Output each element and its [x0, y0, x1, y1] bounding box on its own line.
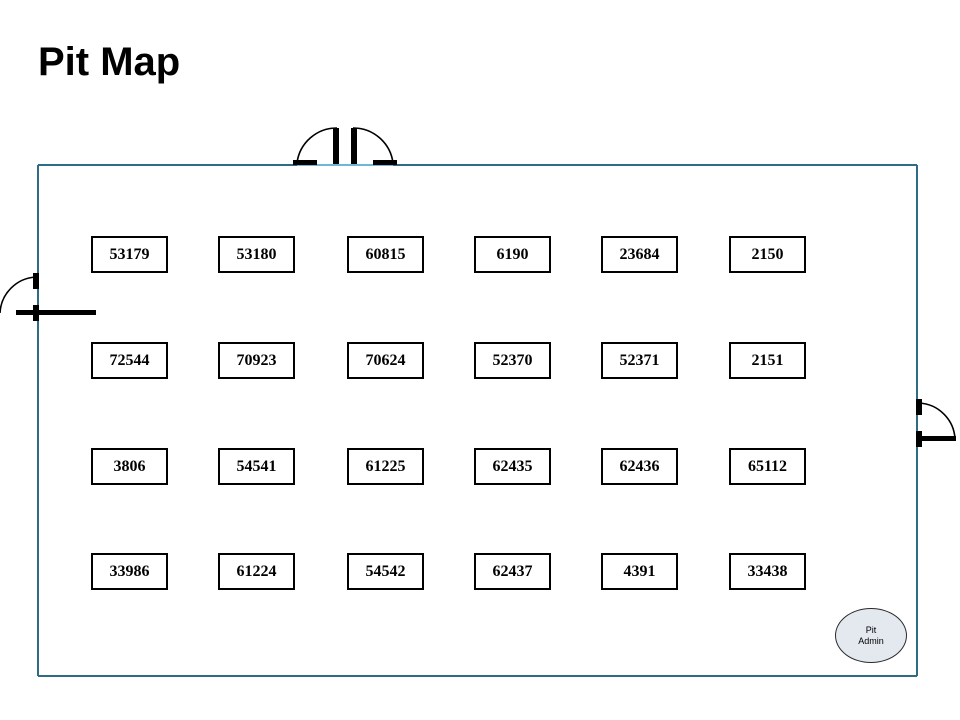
pit-admin-line-2: Admin [858, 635, 884, 646]
desk-box[interactable]: 65112 [729, 448, 806, 485]
desk-box[interactable]: 2150 [729, 236, 806, 273]
desk-box[interactable]: 60815 [347, 236, 424, 273]
desk-box[interactable]: 54542 [347, 553, 424, 590]
desk-box[interactable]: 72544 [91, 342, 168, 379]
desk-box[interactable]: 23684 [601, 236, 678, 273]
pit-admin-node[interactable]: Pit Admin [835, 608, 907, 663]
desk-box[interactable]: 61225 [347, 448, 424, 485]
desk-box[interactable]: 6190 [474, 236, 551, 273]
desk-box[interactable]: 2151 [729, 342, 806, 379]
desk-box[interactable]: 62435 [474, 448, 551, 485]
desk-box[interactable]: 62437 [474, 553, 551, 590]
desk-box[interactable]: 70624 [347, 342, 424, 379]
desk-box[interactable]: 3806 [91, 448, 168, 485]
page-title: Pit Map [38, 40, 181, 84]
desk-box[interactable]: 61224 [218, 553, 295, 590]
desk-box[interactable]: 33986 [91, 553, 168, 590]
desk-box[interactable]: 53180 [218, 236, 295, 273]
desk-box[interactable]: 4391 [601, 553, 678, 590]
pit-admin-line-1: Pit [865, 624, 877, 635]
desk-box[interactable]: 33438 [729, 553, 806, 590]
desk-box[interactable]: 62436 [601, 448, 678, 485]
desk-box[interactable]: 54541 [218, 448, 295, 485]
desk-box[interactable]: 52371 [601, 342, 678, 379]
desk-box[interactable]: 70923 [218, 342, 295, 379]
desk-box[interactable]: 53179 [91, 236, 168, 273]
desk-box[interactable]: 52370 [474, 342, 551, 379]
